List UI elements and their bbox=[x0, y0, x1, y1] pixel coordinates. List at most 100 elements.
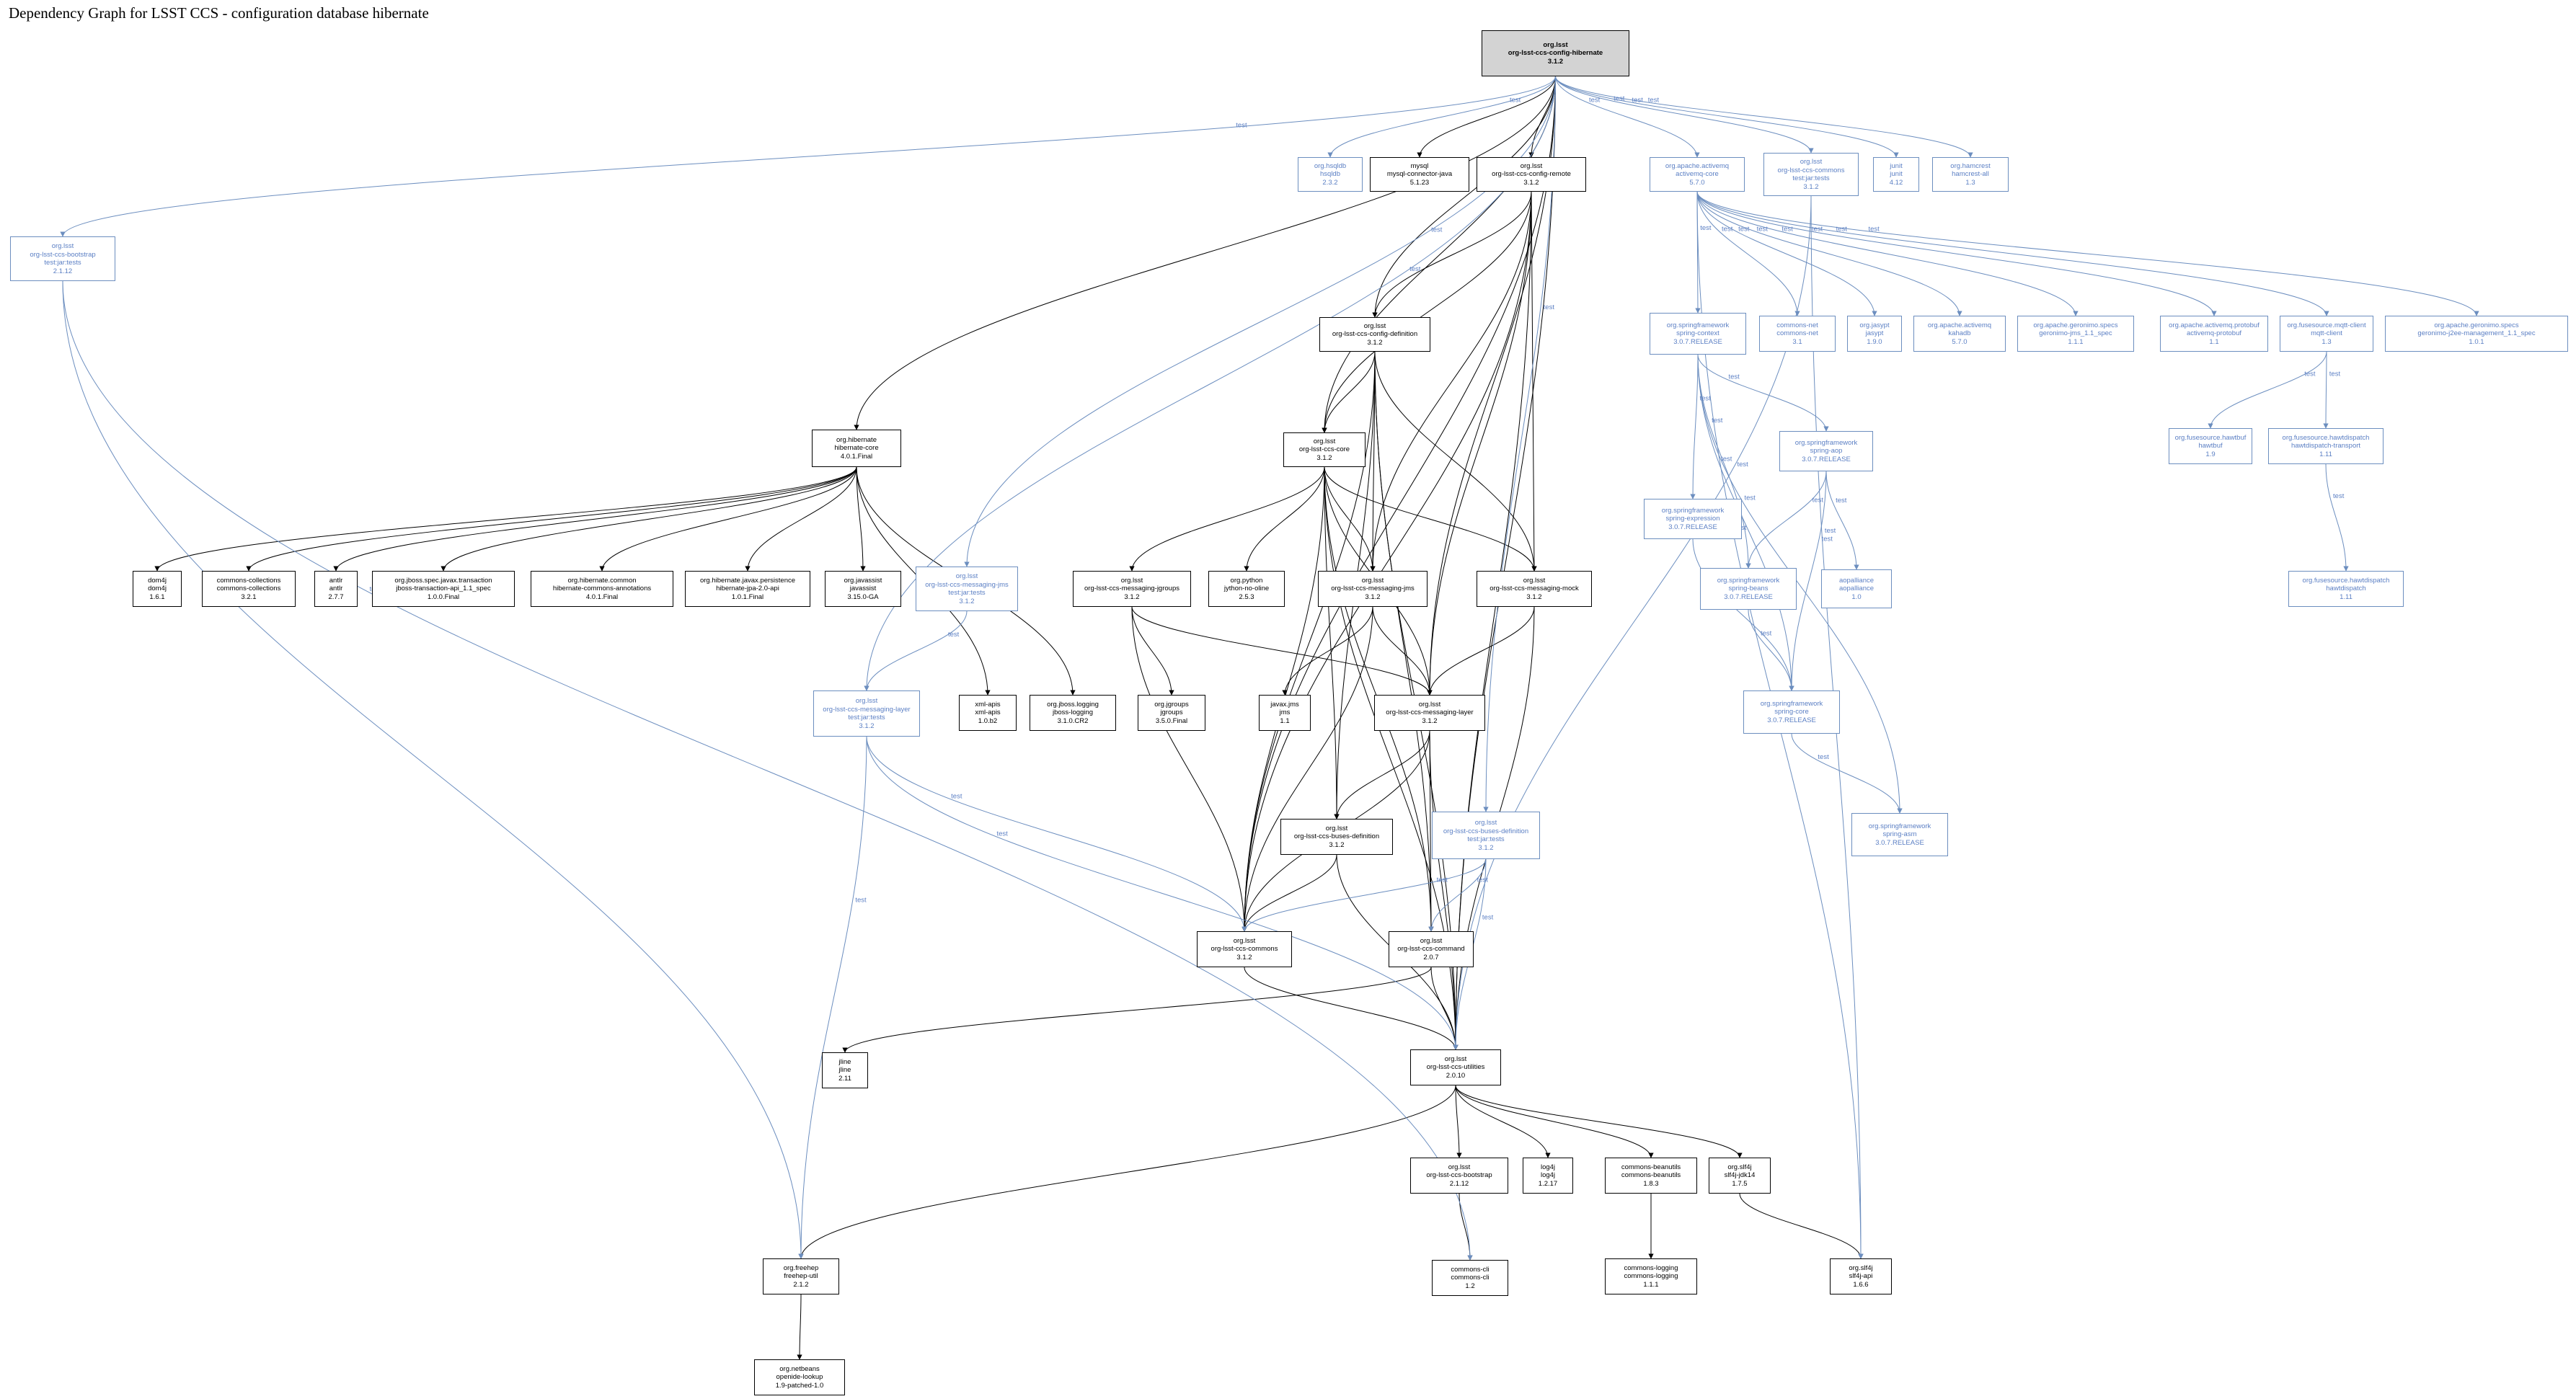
dependency-edge-messagingJms-messagingLayer bbox=[1372, 606, 1433, 696]
dependency-edge-configRemote-configDefinition bbox=[1372, 191, 1532, 318]
edge-scope-label: test bbox=[1431, 226, 1443, 234]
dependency-edge-ccsUtilities-commonsBeanutils bbox=[1455, 1085, 1654, 1158]
dependency-edge-messagingJmsTests-messagingLayerTests bbox=[864, 610, 968, 691]
dependency-edge-springContext-springExpression bbox=[1690, 354, 1699, 499]
dependency-edge-ccsUtilities-ccsBootstrap bbox=[1455, 1085, 1462, 1158]
dependency-edge-ccsCommons-ccsUtilities bbox=[1244, 967, 1459, 1050]
edge-scope-label: test bbox=[225, 585, 236, 593]
dependency-edge-configRemote-ccsUtilities bbox=[1453, 191, 1532, 1050]
edge-scope-label: test bbox=[2304, 370, 2316, 378]
dependency-edge-activemqCore-kahadb bbox=[1696, 191, 1962, 316]
dependency-edge-configRemote-ccsCore bbox=[1322, 191, 1532, 433]
edge-scope-label: test bbox=[1836, 497, 1847, 505]
dependency-edge-slf4jJdk14-slf4jApi bbox=[1739, 1193, 1864, 1259]
edge-scope-label: test bbox=[951, 793, 962, 801]
dependency-edge-mqttClient-hawtbuf bbox=[2208, 351, 2327, 429]
edge-scope-label: test bbox=[1717, 582, 1729, 590]
dependency-edge-messagingLayer-ccsCommons bbox=[1241, 730, 1430, 932]
edge-scope-label: test bbox=[1409, 265, 1421, 273]
edge-scope-label: test bbox=[1482, 914, 1494, 922]
dependency-edge-ccsCore-messagingJgroups bbox=[1129, 466, 1325, 572]
dependency-edge-root-activemqCore bbox=[1555, 76, 1700, 158]
dependency-edge-root-hibernateCore bbox=[854, 76, 1556, 430]
edge-scope-label: test bbox=[1757, 225, 1769, 233]
edge-scope-label: test bbox=[1632, 96, 1644, 104]
edge-scope-label: test bbox=[1868, 225, 1880, 233]
edge-scope-label: test bbox=[1813, 496, 1824, 504]
edge-scope-label: test bbox=[1738, 225, 1750, 233]
dependency-edge-messagingJms-javaxJms bbox=[1282, 606, 1373, 696]
dependency-edge-activemqCore-geronimoJ2ee bbox=[1696, 191, 2479, 316]
dependency-edge-messagingJgroups-ccsCommons bbox=[1131, 606, 1247, 932]
dependency-edge-springAop-springCore bbox=[1789, 471, 1827, 691]
dependency-edge-messagingLayer-ccsUtilities bbox=[1429, 730, 1459, 1050]
dependency-edge-configDefinition-busesDefinition bbox=[1334, 351, 1376, 820]
dependency-edge-hibernateCore-hibernateCommonsAnnotations bbox=[599, 466, 857, 572]
dependency-edge-root-hamcrest bbox=[1555, 76, 1973, 158]
edge-scope-label: test bbox=[1738, 461, 1749, 468]
edge-scope-label: test bbox=[1477, 876, 1489, 884]
edge-scope-label: test bbox=[1699, 394, 1711, 402]
edge-scope-label: test bbox=[1812, 225, 1823, 233]
dependency-edge-ccsBootstrap-commonsCli bbox=[1459, 1193, 1473, 1261]
dependency-edge-springContext-springAop bbox=[1697, 354, 1829, 432]
dependency-edge-ccsCore-messagingMock bbox=[1324, 466, 1537, 572]
edge-scope-label: test bbox=[2333, 492, 2345, 500]
dependency-edge-hibernateCore-commonsCollections bbox=[246, 466, 857, 572]
edge-scope-label: test bbox=[1700, 224, 1712, 232]
dependency-edge-springCore-springAsm bbox=[1791, 733, 1903, 814]
dependency-edge-messagingLayer-busesDefinition bbox=[1334, 730, 1430, 820]
dependency-edge-ccsUtilities-log4j bbox=[1455, 1085, 1551, 1158]
graph-title: Dependency Graph for LSST CCS - configur… bbox=[9, 4, 429, 22]
edge-scope-label: test bbox=[1236, 121, 1247, 129]
dependency-edge-activemqCore-mqttClient bbox=[1696, 191, 2329, 316]
edge-scope-label: test bbox=[1822, 535, 1833, 543]
dependency-edge-busesDefinitionTests-ccsCommons bbox=[1241, 858, 1487, 932]
dependency-edge-ccsCommand-jline bbox=[842, 967, 1432, 1053]
dependency-edge-bootstrapTests-commonsCli bbox=[62, 280, 1473, 1261]
dependency-edge-hawtdispatchTransport-hawtdispatch bbox=[2325, 463, 2349, 572]
edge-scope-label: test bbox=[1437, 876, 1448, 884]
dependency-edge-activemqCore-activemqProtobuf bbox=[1696, 191, 2217, 316]
dependency-edge-root-busesDefinitionTests bbox=[1483, 76, 1556, 812]
dependency-edge-activemqCore-slf4jApi bbox=[1696, 191, 1864, 1259]
edge-scope-label: test bbox=[1589, 96, 1601, 104]
dependency-edge-freehepUtil-openideLookup bbox=[797, 1294, 802, 1360]
dependency-edge-root-messagingJmsTests bbox=[964, 76, 1556, 567]
dependency-edge-ccsCore-ccsCommons bbox=[1241, 466, 1325, 932]
edge-scope-label: test bbox=[1818, 753, 1829, 761]
dependency-edge-messagingJgroups-messagingLayer bbox=[1131, 606, 1433, 696]
dependency-edge-hibernateCore-hibernateJpa bbox=[745, 466, 857, 572]
dependency-edge-configRemote-ccsCommons bbox=[1241, 191, 1532, 932]
edge-scope-label: test bbox=[855, 896, 867, 904]
dependency-edge-root-bootstrapTests bbox=[60, 76, 1556, 237]
dependency-edge-springAop-aopalliance bbox=[1825, 471, 1859, 570]
edge-scope-label: test bbox=[1722, 225, 1733, 233]
dependency-edge-busesDefinitionTests-ccsCommand bbox=[1428, 858, 1487, 932]
edge-scope-label: test bbox=[1712, 417, 1723, 425]
edge-scope-label: test bbox=[1728, 373, 1740, 381]
dependency-edge-root-mysql bbox=[1417, 76, 1556, 158]
dependency-edge-messagingLayer-ccsCommand bbox=[1428, 730, 1434, 932]
dependency-edge-springContext-springCore bbox=[1697, 354, 1794, 691]
dependency-edge-configRemote-messagingLayer bbox=[1427, 191, 1532, 696]
dependency-edge-messagingJgroups-jgroups bbox=[1131, 606, 1174, 696]
dependency-edge-mqttClient-hawtdispatchTransport bbox=[2323, 351, 2329, 429]
dependency-edge-hibernateCore-jbossTransaction bbox=[441, 466, 857, 572]
dependency-edge-configDefinition-ccsUtilities bbox=[1374, 351, 1459, 1050]
dependency-edge-springContext-springAsm bbox=[1697, 354, 1903, 814]
dependency-edge-configRemote-messagingMock bbox=[1531, 191, 1537, 572]
edge-scope-label: test bbox=[996, 830, 1008, 838]
dependency-edge-commonsTests-ccsUtilities bbox=[1453, 195, 1812, 1050]
dependency-edge-hibernateCore-xmlApis bbox=[856, 466, 991, 696]
dependency-edge-activemqCore-geronimoJms bbox=[1696, 191, 2079, 316]
edge-scope-label: test bbox=[1544, 303, 1555, 311]
dependency-edge-busesDefinitionTests-ccsUtilities bbox=[1453, 858, 1487, 1050]
dependency-edge-ccsCore-messagingLayer bbox=[1324, 466, 1433, 696]
edge-scope-label: test bbox=[2329, 370, 2341, 378]
dependency-edge-messagingMock-ccsUtilities bbox=[1453, 606, 1535, 1050]
dependency-edge-messagingLayerTests-freehepUtil bbox=[798, 736, 867, 1259]
dependency-edge-bootstrapTests-freehepUtil bbox=[62, 280, 804, 1259]
dependency-edge-ccsUtilities-freehepUtil bbox=[798, 1085, 1456, 1259]
